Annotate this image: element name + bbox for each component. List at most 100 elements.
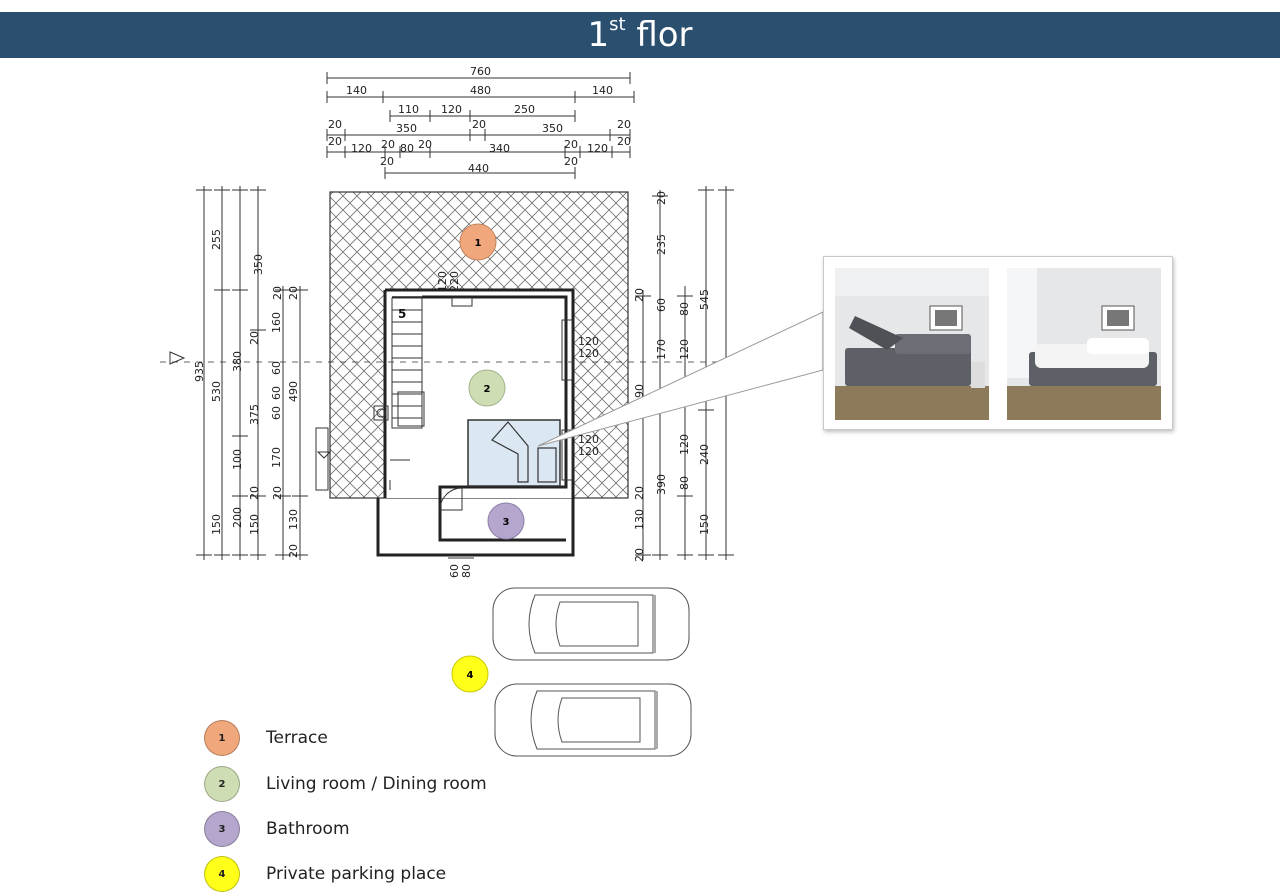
legend-marker: 3	[204, 811, 240, 847]
sofa-photos	[835, 268, 1161, 420]
dim-label: 250	[514, 103, 535, 116]
dim-label: 20	[271, 286, 284, 300]
dim-label: 20	[248, 486, 261, 500]
dim-label: 80	[678, 302, 691, 316]
dimension-labels: 760 140 480 140 110 120 250 20 350 20 35…	[328, 65, 631, 175]
dim-label: 20	[418, 138, 432, 151]
marker-number: 4	[467, 670, 474, 681]
dim-label: 60	[270, 361, 283, 375]
dim-label: 350	[542, 122, 563, 135]
building-walls	[376, 288, 575, 557]
dim-label: 20	[271, 486, 284, 500]
marker-living-room: 2	[468, 369, 506, 407]
marker-terrace: 1	[459, 223, 497, 261]
marker-number: 3	[503, 517, 510, 528]
dim-label: 20	[655, 191, 668, 205]
dim-label: 20	[328, 118, 342, 131]
car-bottom	[494, 683, 692, 757]
dim-label: 20	[564, 155, 578, 168]
dim-label: 150	[210, 514, 223, 535]
dim-label: 140	[346, 84, 367, 97]
legend-item-terrace: 1 Terrace	[204, 719, 328, 757]
dim-label: 160	[270, 312, 283, 333]
legend-marker: 2	[204, 766, 240, 802]
left-dimension-labels: 255 350 935 530 380 375 160 20 20 20 60 …	[193, 229, 300, 558]
dim-label: 100	[231, 449, 244, 470]
dim-label: 140	[592, 84, 613, 97]
dim-label: 20	[617, 118, 631, 131]
legend-marker: 1	[204, 720, 240, 756]
dim-label: 170	[655, 339, 668, 360]
dim-label: 80	[460, 564, 473, 578]
dim-label: 375	[248, 404, 261, 425]
dim-label: 20	[617, 135, 631, 148]
dim-label: 90	[633, 384, 646, 398]
dim-label: 760	[470, 65, 491, 78]
dim-label: 150	[698, 514, 711, 535]
left-dimension-chains	[196, 186, 308, 560]
dim-label: 120	[678, 434, 691, 455]
dim-label: 60	[655, 298, 668, 312]
marker-circle	[468, 369, 506, 407]
dim-label: 130	[633, 509, 646, 530]
legend-item-living-room: 2 Living room / Dining room	[204, 765, 487, 803]
marker-circle	[487, 502, 525, 540]
dim-label: 200	[231, 507, 244, 528]
legend-item-bathroom: 3 Bathroom	[204, 810, 350, 848]
dim-label: 80	[400, 142, 414, 155]
dim-label: 340	[489, 142, 510, 155]
dim-label: 130	[287, 509, 300, 530]
marker-number: 1	[475, 238, 482, 249]
dim-label: 120	[578, 347, 599, 360]
dim-label: 20	[380, 155, 394, 168]
dim-label: 490	[287, 381, 300, 402]
dim-label: 120	[578, 433, 599, 446]
dim-label: 480	[470, 84, 491, 97]
dim-label: 110	[398, 103, 419, 116]
dim-label: 120	[678, 339, 691, 360]
dim-label: 80	[678, 476, 691, 490]
dim-label: 20	[472, 118, 486, 131]
sofa-photos-frame	[823, 256, 1173, 430]
dim-label: 20	[564, 138, 578, 151]
marker-circle	[459, 223, 497, 261]
dim-label: 255	[210, 229, 223, 250]
dim-label: 20	[287, 544, 300, 558]
dim-label: 350	[396, 122, 417, 135]
dim-label: 235	[655, 234, 668, 255]
dim-label: 120	[441, 103, 462, 116]
dim-label: 60	[448, 564, 461, 578]
dim-label: 120	[351, 142, 372, 155]
legend-label: Terrace	[266, 728, 328, 748]
marker-parking: 4	[451, 655, 489, 693]
dim-label: 545	[698, 289, 711, 310]
dim-label: 20	[287, 286, 300, 300]
dim-label: 530	[210, 381, 223, 402]
dim-label: 120	[436, 271, 449, 292]
dim-label: 60	[270, 386, 283, 400]
dim-label: 20	[248, 331, 261, 345]
car-top	[492, 587, 690, 661]
dim-label: 935	[193, 361, 206, 382]
dim-label: 20	[633, 486, 646, 500]
dim-label: 20	[633, 548, 646, 562]
dim-label: 380	[231, 351, 244, 372]
dim-label: 350	[252, 254, 265, 275]
dim-label: 440	[468, 162, 489, 175]
dim-label: 220	[448, 271, 461, 292]
inner-dimension-labels: 120 120 120 120 120 220	[436, 271, 599, 458]
legend-label: Living room / Dining room	[266, 774, 487, 794]
dim-label: 20	[328, 135, 342, 148]
stair-label: 5	[398, 307, 406, 321]
dim-label: 20	[633, 288, 646, 302]
sofa-highlight	[467, 419, 561, 487]
dim-label: 120	[578, 445, 599, 458]
bottom-dimension-labels: 60 80	[448, 564, 473, 578]
page-header: 1st flor	[0, 12, 1280, 58]
sofa-photo-storage	[835, 268, 989, 420]
marker-bathroom: 3	[487, 502, 525, 540]
dim-label: 390	[655, 474, 668, 495]
interior-details	[160, 297, 760, 511]
legend-label: Bathroom	[266, 819, 350, 839]
